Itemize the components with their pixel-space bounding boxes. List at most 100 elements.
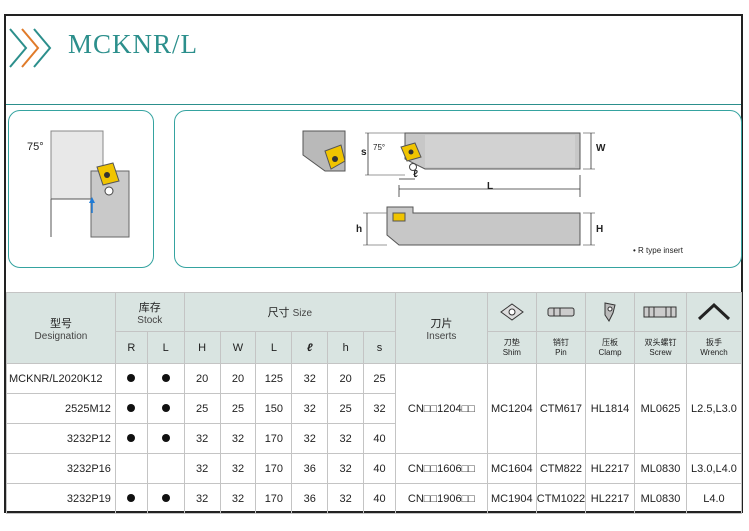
screw-icon-cell	[634, 292, 687, 332]
in-stock-dot	[127, 403, 136, 412]
screw-cell: ML0830	[634, 453, 687, 484]
hh-cell: 32	[327, 453, 365, 484]
s-cell: 40	[363, 483, 396, 514]
wrench-cell: L2.5,L3.0	[685, 363, 743, 454]
inserts-header: 刀片 Inserts	[394, 292, 488, 364]
w-cell: 25	[219, 393, 257, 424]
sub-w-header: W	[219, 331, 257, 364]
angle-diagram-panel: 75°	[8, 110, 154, 268]
in-stock-dot	[127, 493, 136, 502]
len-cell: 150	[255, 393, 293, 424]
stock-r-cell	[114, 423, 148, 454]
pin-cell: CTM822	[535, 453, 587, 484]
insert-cell: CN□□1204□□	[394, 363, 488, 454]
clamp-cell: HL2217	[585, 453, 636, 484]
designation-header: 型号 Designation	[6, 292, 116, 364]
shim-cell: MC1604	[486, 453, 537, 484]
title-divider	[6, 104, 741, 105]
sub-s-header: s	[363, 331, 396, 364]
sub-hh-header: h	[327, 331, 365, 364]
stock-header: 库存 Stock	[114, 292, 185, 332]
dim-l-label: L	[487, 181, 494, 192]
specification-table: 型号 Designation 库存 Stock 尺寸 Size 刀片 Inser…	[6, 292, 743, 514]
in-stock-dot	[161, 373, 170, 382]
ell-cell: 36	[291, 453, 329, 484]
designation-cell: 3232P16	[6, 453, 116, 484]
angle-diagram	[50, 130, 130, 238]
dim-angle-label: 75°	[373, 143, 386, 152]
stock-r-cell	[114, 393, 148, 424]
insert-cell: CN□□1606□□	[394, 453, 488, 484]
w-cell: 32	[219, 483, 257, 514]
r-type-insert-note: • R type insert	[633, 246, 683, 255]
len-cell: 170	[255, 423, 293, 454]
in-stock-dot	[161, 433, 170, 442]
ell-cell: 32	[291, 423, 329, 454]
table-row: MCKNR/L2020K12 20 20 125 32 20 25 CN□□12…	[6, 363, 743, 454]
sub-len-header: L	[255, 331, 293, 364]
page-title: MCKNR/L	[68, 29, 199, 59]
stock-l-cell	[146, 483, 185, 514]
pin-cell: CTM1022	[535, 483, 587, 514]
s-cell: 40	[363, 453, 396, 484]
in-stock-dot	[161, 403, 170, 412]
hh-cell: 32	[327, 423, 365, 454]
screw-icon	[643, 306, 677, 318]
ell-cell: 32	[291, 393, 329, 424]
pin-icon	[547, 307, 575, 317]
shim-icon	[499, 303, 524, 321]
shim-cell: MC1904	[486, 483, 537, 514]
screw-cell: ML0625	[634, 363, 687, 454]
dim-s-label: s	[361, 147, 367, 158]
stock-r-cell	[114, 483, 148, 514]
h-cell: 32	[183, 483, 221, 514]
wrench-cell: L4.0	[685, 483, 743, 514]
size-header: 尺寸 Size	[183, 292, 396, 332]
stock-l-cell	[146, 393, 185, 424]
in-stock-dot	[161, 493, 170, 502]
h-cell: 20	[183, 363, 221, 394]
hh-cell: 20	[327, 363, 365, 394]
clamp-icon	[604, 302, 616, 322]
stock-r-cell	[114, 453, 148, 484]
wrench-icon-cell	[685, 292, 743, 332]
table-row: 3232P19 32 32 170 36 32 40 CN□□1906□□ MC…	[6, 483, 743, 514]
designation-cell: 3232P19	[6, 483, 116, 514]
triple-chevron-icon	[9, 28, 52, 68]
len-cell: 125	[255, 363, 293, 394]
w-cell: 32	[219, 423, 257, 454]
h-cell: 32	[183, 453, 221, 484]
s-cell: 25	[363, 363, 396, 394]
len-cell: 170	[255, 453, 293, 484]
table-row: 3232P16 32 32 170 36 32 40 CN□□1606□□ MC…	[6, 453, 743, 484]
clamp-cell: HL2217	[585, 483, 636, 514]
ell-cell: 32	[291, 363, 329, 394]
h-cell: 32	[183, 423, 221, 454]
designation-cell: 3232P12	[6, 423, 116, 454]
s-cell: 32	[363, 393, 396, 424]
sub-h-header: H	[183, 331, 221, 364]
designation-cell: 2525M12	[6, 393, 116, 424]
dim-H-label: H	[596, 224, 604, 235]
hh-cell: 32	[327, 483, 365, 514]
ell-cell: 36	[291, 483, 329, 514]
shim-icon-cell	[486, 292, 537, 332]
tool-holder-drawing	[302, 130, 595, 246]
approach-angle-label: 75°	[27, 141, 44, 153]
s-cell: 40	[363, 423, 396, 454]
pin-icon-cell	[535, 292, 587, 332]
hh-cell: 25	[327, 393, 365, 424]
sub-r-header: R	[114, 331, 148, 364]
stock-l-cell	[146, 423, 185, 454]
in-stock-dot	[127, 373, 136, 382]
designation-cell: MCKNR/L2020K12	[6, 363, 116, 394]
in-stock-dot	[127, 433, 136, 442]
w-cell: 32	[219, 453, 257, 484]
h-cell: 25	[183, 393, 221, 424]
screw-cell: ML0830	[634, 483, 687, 514]
shim-cell: MC1204	[486, 363, 537, 454]
